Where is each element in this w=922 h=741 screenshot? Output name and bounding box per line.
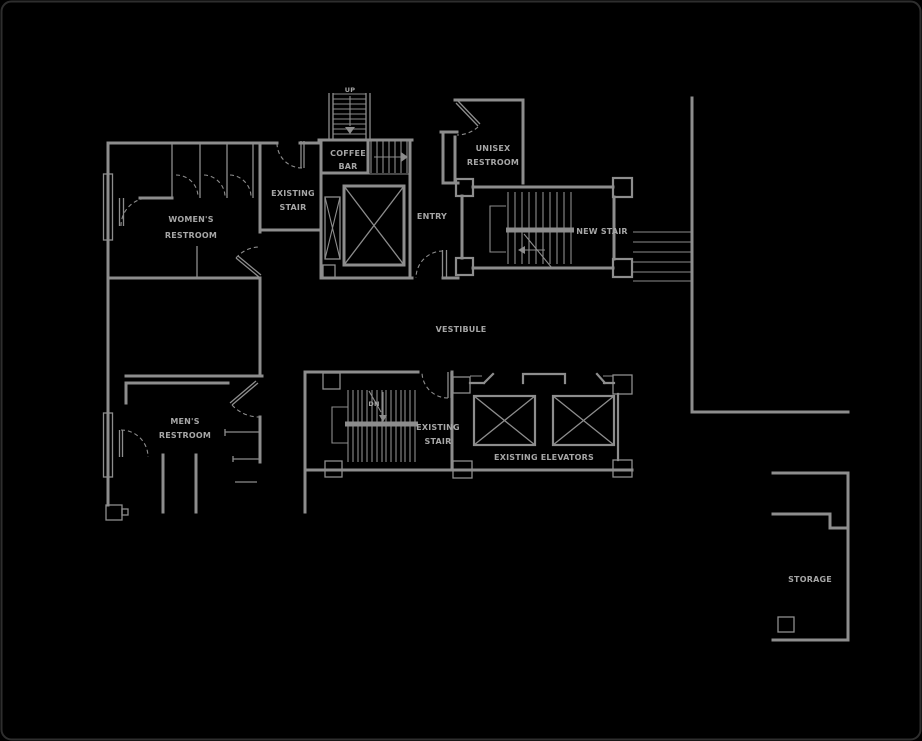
top-door-leaf [300,141,305,168]
existing-stair-top-area: EXISTING STAIR [258,189,321,232]
mens-restroom-area: MEN'S RESTROOM [105,370,307,521]
womens-entry-door-leaf [118,198,125,226]
new-stair-area: NEW STAIR [454,176,691,282]
room-label-womens-restroom: RESTROOM [165,231,217,240]
elevator-cab-1 [472,394,537,447]
stair-direction-line [523,233,553,269]
room-label-existing-stair-top: STAIR [280,203,307,212]
dn-label: DN [368,400,379,408]
womens-walls [106,141,323,507]
unisex-door-leaf [455,100,481,127]
column [612,374,633,395]
unisex-walls [453,98,525,185]
stair-direction-line [368,390,382,413]
fixture [105,504,123,521]
down-arrow-icon [379,415,387,422]
building-edge-wall [690,96,850,414]
room-label-coffee-bar: BAR [338,162,357,171]
storage-walls [771,471,850,642]
room-label-coffee-bar: COFFEE [330,149,366,158]
narrow-shaft [324,196,341,260]
column [322,372,341,390]
room-label-unisex-restroom: RESTROOM [467,158,519,167]
mens-walls [124,370,307,514]
room-label-vestibule: VESTIBULE [436,325,487,334]
storage-area: STORAGE [771,471,850,642]
shaft-x-icon [343,185,405,266]
wall-pilaster [102,173,114,241]
elevator-x-icon [473,395,536,446]
column [611,176,634,199]
mens-door-leaf [118,430,124,457]
room-label-mens-restroom: RESTROOM [159,431,211,440]
room-label-new-stair: NEW STAIR [576,227,628,236]
column [322,264,336,279]
elevator-cab-2 [551,394,616,447]
entry-area: ENTRY [415,130,460,279]
toilet-stall-partitions [171,143,254,198]
unisex-restroom-area: UNISEX RESTROOM [453,98,525,185]
stair-door-leaf [447,372,452,398]
unisex-door-swing [456,126,479,136]
womens-restroom-area: WOMEN'S RESTROOM [102,141,323,507]
room-label-womens-restroom: WOMEN'S [168,215,213,224]
room-label-storage: STORAGE [788,575,832,584]
column [452,376,471,394]
left-arrow-icon [518,246,525,254]
entry-door-leaf [441,250,448,279]
main-shaft [342,184,406,267]
column [324,460,343,478]
elevator-outline [551,394,616,447]
top-door-swing [276,142,303,169]
stair-return-outline [489,205,506,253]
existing-stair-bottom-area: DN EXISTING STAIR [303,370,634,478]
column [452,460,473,479]
fixture-tab [121,508,129,516]
corner-door-leaf [229,380,259,406]
elevators-area: EXISTING ELEVATORS [452,372,633,479]
womens-entry-door-swing [120,197,150,227]
side-stair [368,141,410,175]
right-arrow-icon [401,152,408,162]
room-label-existing-stair-bottom: EXISTING [416,423,460,432]
room-label-mens-restroom: MEN'S [170,417,199,426]
wall-pilaster [102,412,114,478]
down-arrow-icon [345,127,355,134]
room-label-existing-stair-top: EXISTING [271,189,315,198]
stall-door-swings [175,174,252,198]
room-label-existing-stair-bottom: STAIR [425,437,452,446]
shaft-outline [342,184,406,267]
entry-door-swing [415,250,444,279]
corner-door-leaf [235,255,262,278]
new-stair-walls [460,185,616,270]
exterior-stair-treads [633,231,691,282]
stall-partitions [224,429,259,483]
column [611,257,634,279]
shaft-outline [324,196,341,260]
corner-door-swing [231,404,261,418]
coffee-bar-block: UP COFFEE BAR [317,86,460,280]
room-label-unisex-restroom: UNISEX [476,144,511,153]
column [612,459,633,478]
elevator-outline [472,394,537,447]
corner-door-swing [235,246,261,259]
mens-door-swing [120,429,149,458]
elevator-x-icon [552,395,615,446]
up-stair: UP [328,86,371,140]
room-label-existing-elevators: EXISTING ELEVATORS [494,453,594,462]
shaft-x-icon [324,196,341,260]
fixture [777,616,795,633]
elevator-lobby-wall [468,372,620,462]
column [454,256,475,277]
up-label: UP [345,86,355,94]
stair-walls [303,370,634,472]
stair-door-swing [421,371,449,399]
room-label-entry: ENTRY [417,212,447,221]
up-stair-walls [328,93,371,140]
stair-return-outline [331,406,348,444]
